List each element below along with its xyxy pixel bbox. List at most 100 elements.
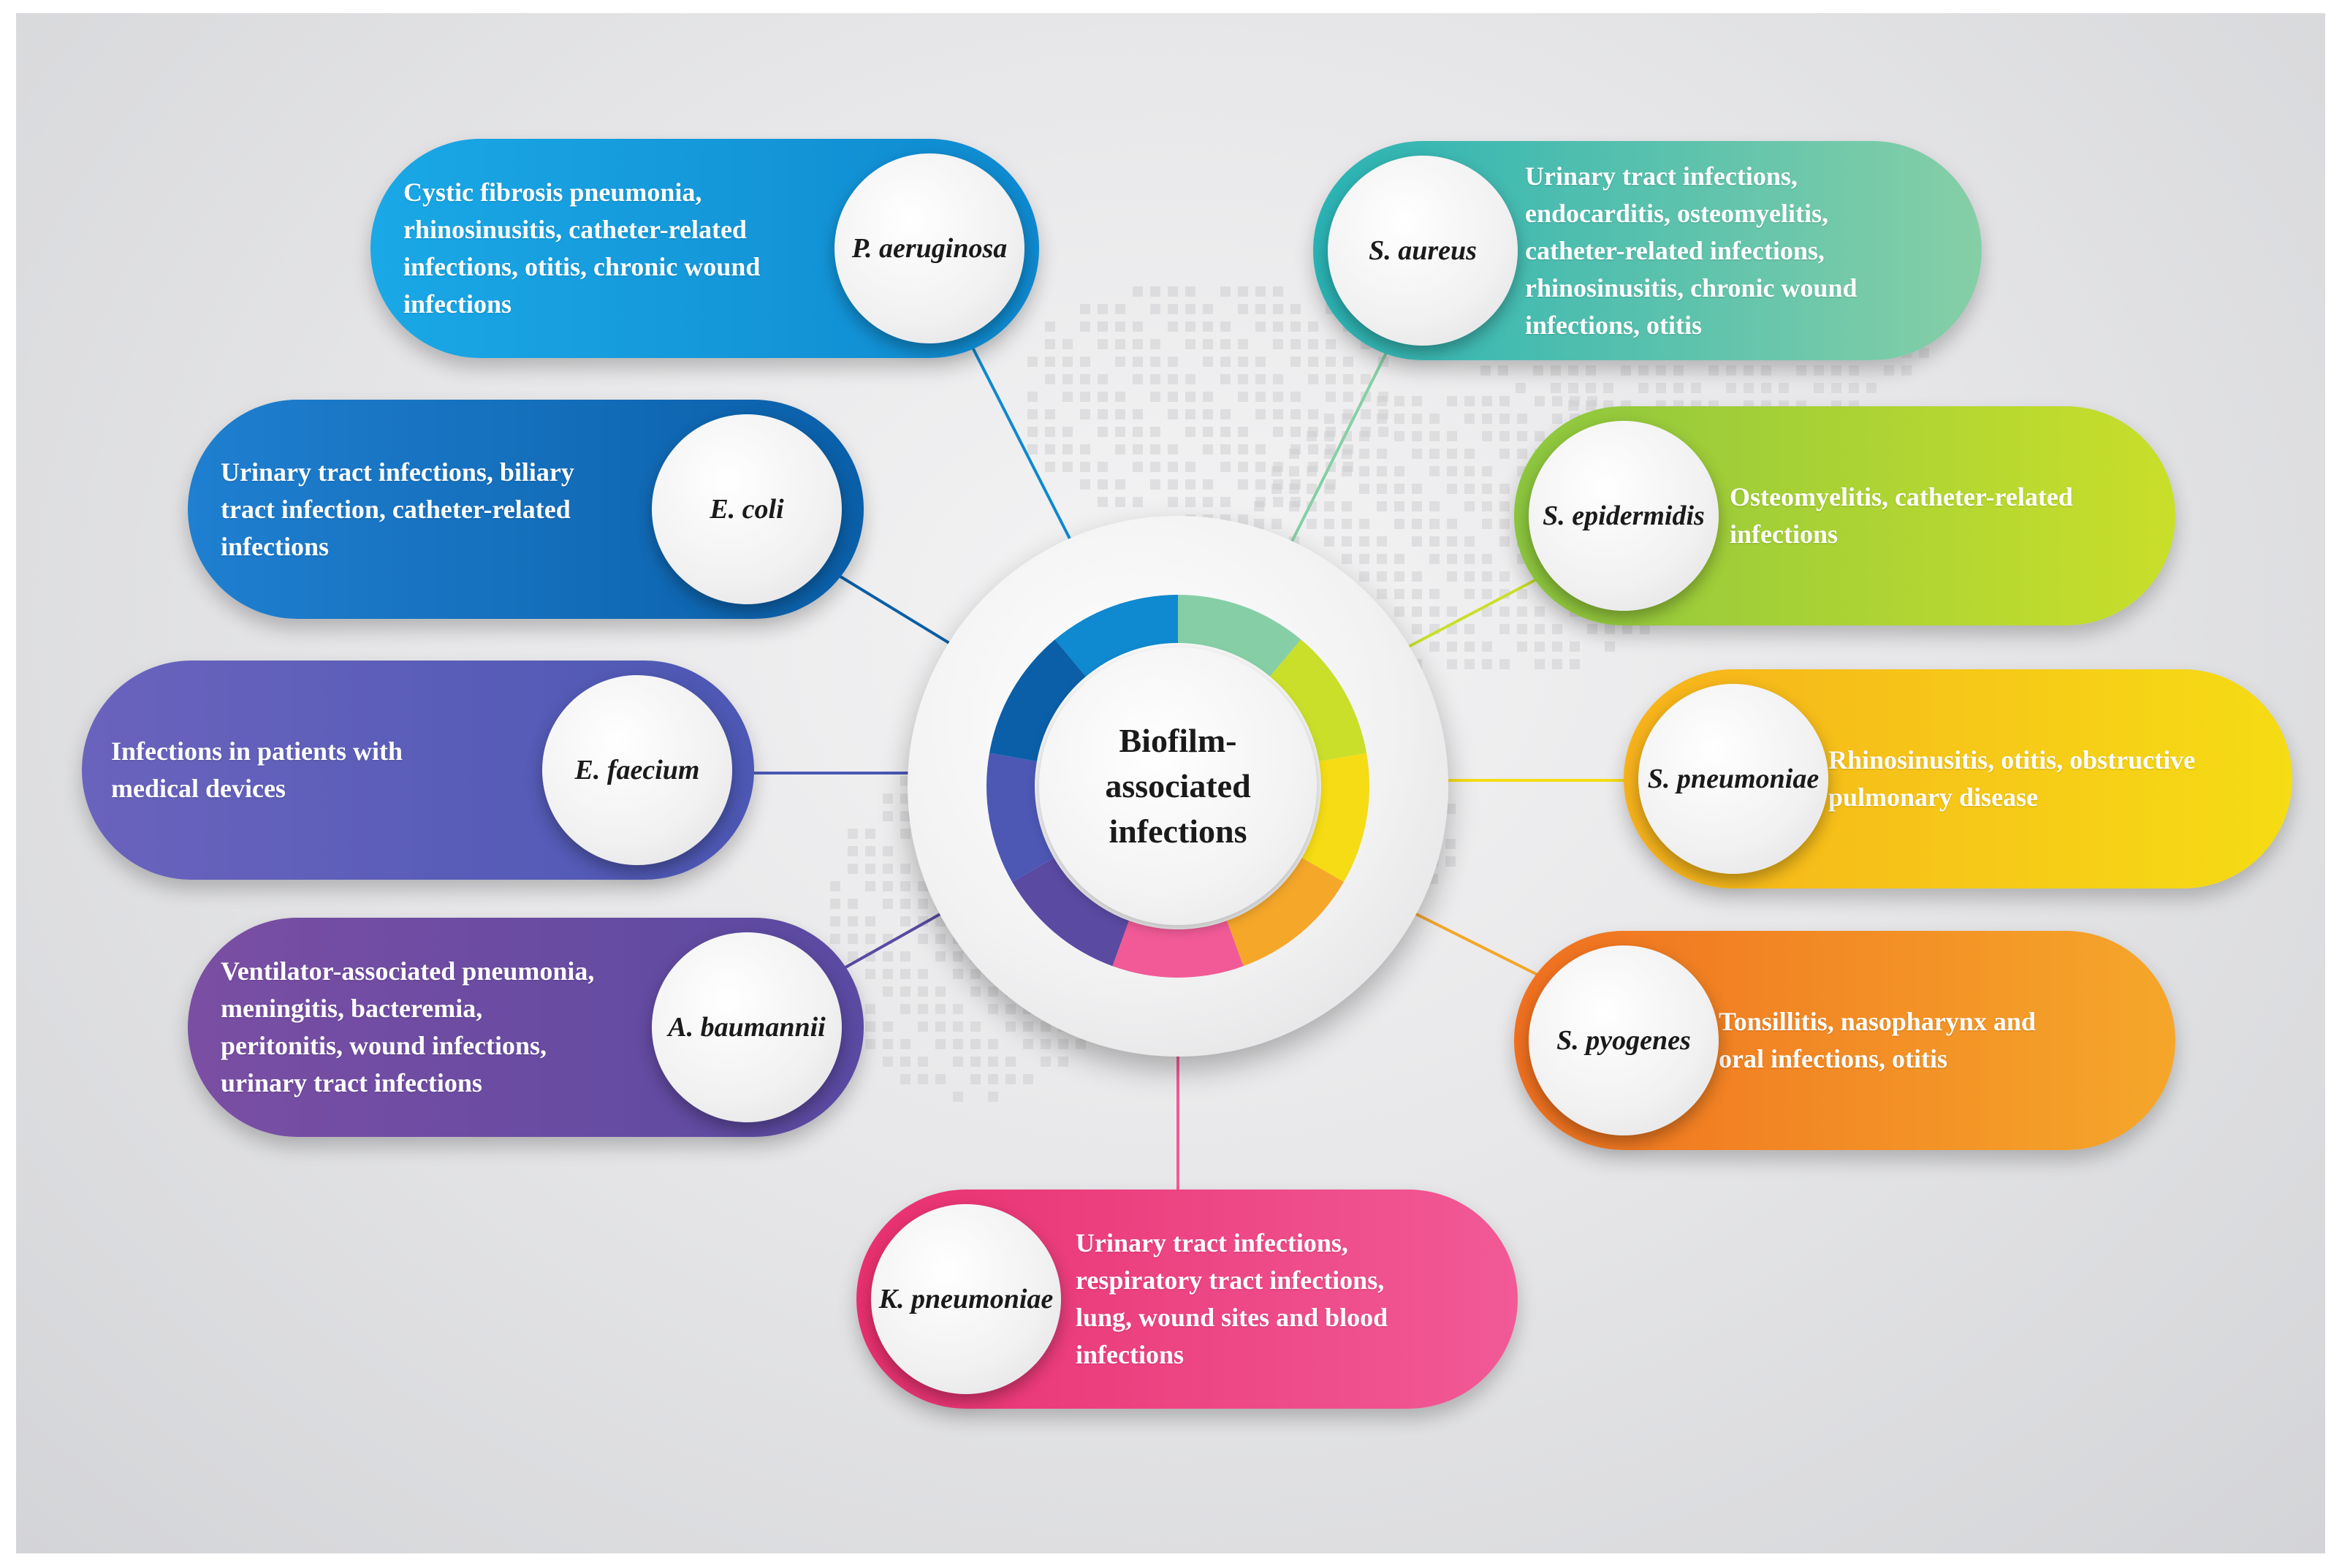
text-line: tract infection, catheter-related	[221, 494, 571, 524]
map-dot	[883, 846, 893, 856]
map-dot	[1447, 571, 1457, 582]
map-dot	[1098, 339, 1108, 349]
map-dot	[1045, 374, 1055, 384]
map-dot	[1308, 339, 1318, 349]
text-line: urinary tract infections	[221, 1068, 482, 1097]
map-dot	[1480, 365, 1491, 376]
map-dot	[900, 811, 910, 821]
map-dot	[1220, 286, 1231, 297]
map-dot	[883, 986, 893, 997]
text-line: medical devices	[111, 774, 286, 803]
map-dot	[1098, 392, 1108, 402]
map-dot	[1062, 444, 1073, 454]
map-dot	[918, 1021, 928, 1032]
text-line: respiratory tract infections,	[1076, 1266, 1385, 1295]
map-dot	[1168, 304, 1178, 314]
map-dot	[1412, 484, 1422, 494]
map-dot	[1273, 409, 1283, 419]
map-dot	[1308, 462, 1318, 472]
map-dot	[883, 881, 893, 891]
map-dot	[1273, 304, 1283, 314]
map-dot	[1133, 444, 1143, 454]
text-line: Infections in patients with	[111, 737, 403, 766]
map-dot	[1058, 1039, 1068, 1049]
organism-circle-a-baumannii: A. baumannii	[652, 932, 842, 1122]
map-dot	[1552, 396, 1562, 406]
map-dot	[970, 986, 981, 997]
map-dot	[1377, 414, 1387, 424]
map-dot	[1220, 374, 1231, 384]
map-dot	[1150, 392, 1160, 402]
map-dot	[1307, 484, 1317, 494]
map-dot	[1045, 427, 1055, 437]
map-dot	[1378, 392, 1388, 402]
map-dot	[970, 969, 981, 979]
map-dot	[1080, 374, 1090, 384]
map-dot	[1499, 519, 1510, 529]
map-dot	[1185, 462, 1195, 472]
map-dot	[1098, 321, 1108, 332]
map-dot	[1377, 589, 1387, 599]
map-dot	[1535, 606, 1545, 617]
map-dot	[848, 829, 858, 839]
map-dot	[1254, 519, 1264, 529]
map-dot	[1464, 466, 1475, 476]
central-hub-inner: Biofilm-associated infections	[1039, 647, 1317, 925]
map-dot	[1307, 519, 1317, 529]
map-dot	[1919, 348, 1929, 358]
map-dot	[1326, 357, 1336, 367]
map-dot	[1023, 1074, 1033, 1084]
map-dot	[830, 934, 840, 944]
map-dot	[1185, 374, 1195, 384]
map-dot	[1621, 365, 1631, 376]
map-dot	[1343, 392, 1353, 402]
map-dot	[1238, 286, 1248, 297]
map-dot	[1517, 431, 1527, 441]
map-dot	[1482, 589, 1492, 599]
map-dot	[1533, 365, 1543, 376]
map-dot	[1220, 339, 1231, 349]
map-dot	[1378, 409, 1388, 419]
map-dot	[1499, 536, 1510, 547]
map-dot	[1412, 431, 1422, 441]
organism-circle-s-pneumoniae: S. pneumoniae	[1638, 684, 1828, 874]
map-dot	[1361, 374, 1371, 384]
map-dot	[1517, 414, 1527, 424]
map-dot	[900, 1057, 910, 1067]
map-dot	[900, 1074, 910, 1084]
connector-lines	[732, 334, 1646, 1204]
map-dot	[1185, 479, 1195, 490]
map-dot	[848, 864, 858, 874]
text-line: Urinary tract infections,	[1076, 1228, 1348, 1257]
map-dot	[1273, 479, 1283, 490]
map-dot	[1045, 409, 1055, 419]
map-dot	[1464, 659, 1475, 669]
map-dot	[1849, 365, 1859, 376]
map-dot	[900, 986, 910, 997]
map-dot	[953, 1057, 963, 1067]
map-dot	[1517, 589, 1527, 599]
map-dot	[1517, 624, 1527, 634]
map-dot	[1377, 484, 1387, 494]
organism-circle-k-pneumoniae: K. pneumoniae	[871, 1204, 1061, 1394]
map-dot	[970, 1057, 981, 1067]
map-dot	[1535, 624, 1545, 634]
map-dot	[1115, 427, 1125, 437]
map-dot	[1168, 374, 1178, 384]
map-dot	[935, 951, 946, 962]
map-dot	[1447, 519, 1457, 529]
text-line: rhinosinusitis, chronic wound	[1525, 273, 1858, 302]
map-dot	[1290, 479, 1301, 490]
connector-line-s-aureus	[1286, 345, 1391, 551]
map-dot	[1587, 396, 1597, 406]
map-dot	[883, 899, 893, 909]
map-dot	[1220, 497, 1231, 507]
map-dot	[1150, 444, 1160, 454]
map-dot	[1115, 392, 1125, 402]
map-dot	[1884, 365, 1894, 376]
map-dot	[1570, 642, 1580, 652]
map-dot	[918, 986, 928, 997]
map-dot	[953, 951, 963, 962]
map-dot	[883, 969, 893, 979]
map-dot	[1045, 357, 1055, 367]
